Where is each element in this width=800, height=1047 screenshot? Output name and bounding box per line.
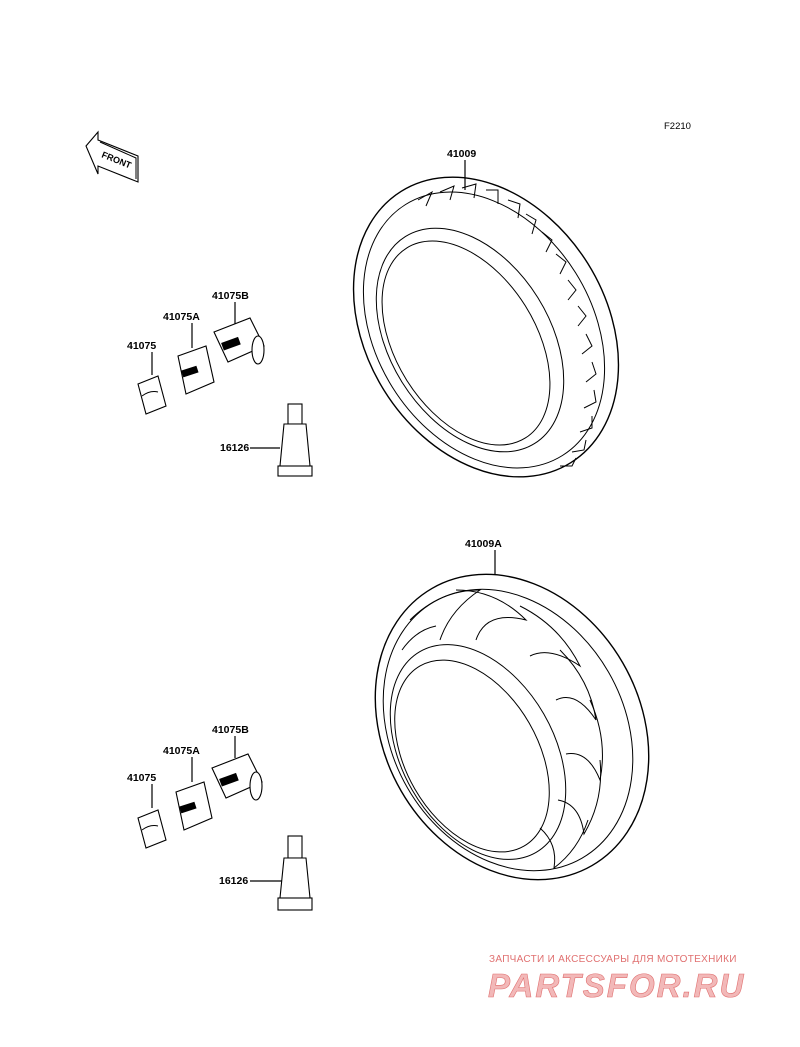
part-label-41075-2: 41075 [127,772,156,784]
part-label-16126-2: 16126 [219,875,248,887]
valve-cap-41075 [137,375,167,415]
part-label-16126: 16126 [220,442,249,454]
figure-code: F2210 [664,121,691,132]
valve-cap-41075a [177,345,215,395]
part-label-41075: 41075 [127,340,156,352]
tire-41009a-label: 41009A [465,538,502,550]
tire-41009a: 41009A [374,538,650,881]
tire-valve-16126 [277,403,313,477]
tire-41009-label: 41009 [447,148,476,160]
part-label-41075b: 41075B [212,290,249,302]
parts-group-1: 41075B 41075A 41075 16126 [127,290,313,477]
part-label-41075a-2: 41075A [163,745,200,757]
watermark-logo: PARTSFOR.RU [488,967,745,1004]
part-label-41075b-2: 41075B [212,724,249,736]
tire-41009: 41009 [352,148,620,478]
part-label-41075a: 41075A [163,311,200,323]
valve-cap-41075a-2 [175,781,213,831]
watermark: ЗАПЧАСТИ И АКСЕССУАРЫ ДЛЯ МОТОТЕХНИКИ PA… [488,954,745,1004]
tire-valve-16126-2 [277,835,313,911]
parts-group-2: 41075B 41075A 41075 16126 [127,724,313,911]
valve-cap-41075-2 [137,809,167,849]
watermark-tagline: ЗАПЧАСТИ И АКСЕССУАРЫ ДЛЯ МОТОТЕХНИКИ [489,954,737,965]
front-direction-arrow-icon: FRONT [85,130,139,183]
valve-cap-41075b [213,317,265,365]
valve-cap-41075b-2 [211,753,263,801]
